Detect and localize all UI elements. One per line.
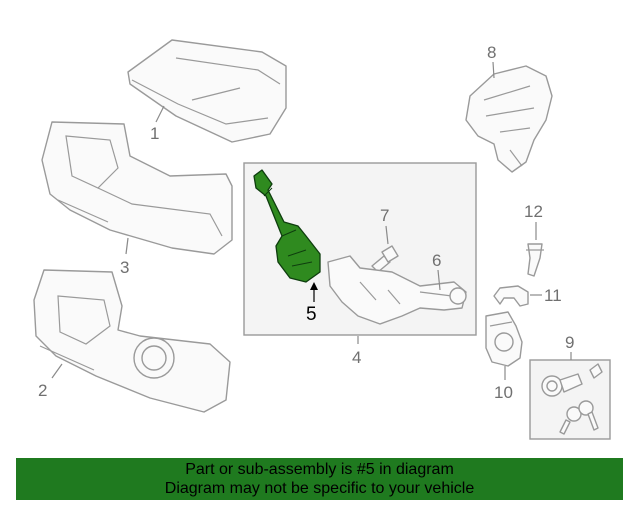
callout-4: 4: [352, 348, 361, 367]
callout-7: 7: [380, 206, 389, 225]
callout-12: 12: [524, 202, 543, 221]
part-3-column-cover: [41, 121, 233, 255]
callout-1: 1: [150, 124, 159, 143]
banner-line-2: Diagram may not be specific to your vehi…: [164, 480, 475, 497]
leader-3: [125, 237, 129, 255]
leader-6: [437, 269, 441, 291]
callout-8: 8: [487, 43, 496, 62]
callout-6: 6: [432, 251, 441, 270]
callout-3: 3: [120, 258, 129, 277]
parts-diagram: 1 3 2 5 7 6 4: [33, 39, 611, 440]
part-1-upper-cover: [127, 39, 287, 143]
part-10-ignition-housing: [485, 311, 523, 367]
callout-10: 10: [494, 383, 513, 402]
banner-line-1: Part or sub-assembly is #5 in diagram: [185, 461, 454, 478]
leader-8: [492, 61, 495, 79]
part-2-lower-cover: [33, 269, 231, 413]
leader-2: [51, 363, 63, 379]
info-banner: Part or sub-assembly is #5 in diagram Di…: [16, 458, 623, 500]
callout-5: 5: [306, 304, 317, 325]
part-6-combination-switch: [327, 255, 467, 325]
part-8-clock-spring: [465, 65, 553, 173]
leader-7: [385, 225, 389, 245]
callout-11: 11: [544, 286, 562, 305]
callout-9: 9: [565, 333, 574, 352]
leader-1: [155, 105, 165, 123]
part-12-sensor: [526, 243, 544, 277]
part-7-bolt: [371, 245, 399, 273]
part-5-highlighted-switch: [253, 169, 321, 283]
part-9-lock-and-keys: [541, 363, 603, 435]
leader-5-arrow: [310, 282, 318, 290]
part-11-clip: [493, 285, 529, 307]
callout-2: 2: [38, 381, 47, 400]
